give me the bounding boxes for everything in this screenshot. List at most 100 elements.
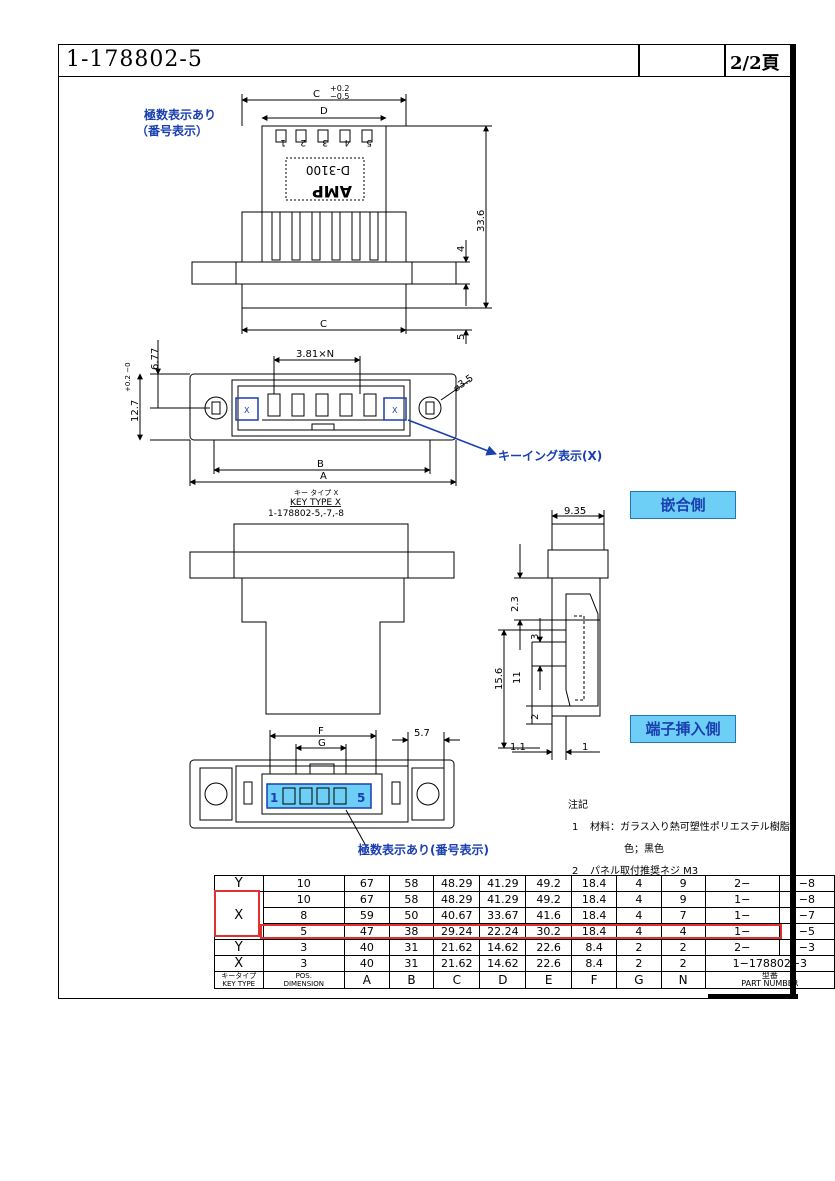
svg-text:4: 4 bbox=[344, 137, 350, 147]
dim-label-c-lower: C bbox=[320, 319, 327, 330]
table-cell-E: 22.6 bbox=[525, 939, 572, 956]
table-cell-G: 2 bbox=[616, 939, 662, 956]
pin-label-last: 5 bbox=[357, 791, 365, 805]
table-cell-D: 14.62 bbox=[479, 939, 527, 956]
table-cell-C: 40.67 bbox=[433, 907, 481, 924]
section-view bbox=[498, 510, 609, 760]
table-cell-C: 21.62 bbox=[433, 939, 481, 956]
svg-text:1: 1 bbox=[280, 137, 286, 147]
table-cell-N: 2 bbox=[660, 939, 706, 956]
footer-col-A: A bbox=[344, 971, 390, 989]
dim-12-7: 12.7 bbox=[130, 400, 141, 422]
table-cell-F: 8.4 bbox=[570, 955, 618, 972]
part-number-title: 1-178802-5 bbox=[66, 47, 203, 72]
title-block: 1-178802-5 2/2頁 bbox=[58, 44, 796, 77]
footer-col-F: F bbox=[570, 971, 618, 989]
table-cell-F: 18.4 bbox=[570, 891, 618, 908]
table-cell-pos: 8 bbox=[262, 907, 346, 924]
table-cell-N: 7 bbox=[660, 907, 706, 924]
table-cell-D: 33.67 bbox=[479, 907, 527, 924]
svg-text:3: 3 bbox=[322, 137, 328, 147]
dim-label-g: G bbox=[318, 738, 326, 749]
table-cell-pn_suffix: −8 bbox=[778, 875, 835, 892]
table-cell-A: 40 bbox=[344, 955, 390, 972]
footer-pos-cell: POS.DIMENSION bbox=[262, 971, 346, 989]
table-cell-N: 2 bbox=[660, 955, 706, 972]
table-cell-A: 67 bbox=[344, 875, 390, 892]
table-cell-G: 4 bbox=[616, 891, 662, 908]
pin-label-first: 1 bbox=[270, 791, 278, 805]
table-cell-pn_prefix: 1−178802−3 bbox=[704, 955, 835, 972]
table-cell-B: 58 bbox=[388, 875, 435, 892]
footer-pos: POS. bbox=[295, 972, 312, 980]
frame-shadow-right bbox=[790, 44, 796, 999]
table-cell-A: 59 bbox=[344, 907, 390, 924]
body-model-text: D-3100 bbox=[306, 163, 350, 177]
table-cell-N: 9 bbox=[660, 891, 706, 908]
table-cell-pos: 10 bbox=[262, 891, 346, 908]
pole-marking-note-top: 極数表示あり bbox=[144, 107, 216, 122]
table-cell-E: 49.2 bbox=[525, 875, 572, 892]
dim-11: 11 bbox=[512, 671, 523, 684]
part-row-highlight bbox=[260, 924, 782, 939]
table-cell-E: 41.6 bbox=[525, 907, 572, 924]
key-mark-right: X bbox=[392, 406, 398, 415]
footer-col-C: C bbox=[433, 971, 481, 989]
note-1-color: 色；黒色 bbox=[624, 844, 664, 855]
dim-33-6: 33.6 bbox=[476, 210, 487, 232]
dim-15-6: 15.6 bbox=[494, 668, 505, 690]
dim-12-7-tol: +0.2 −0 bbox=[124, 362, 132, 392]
key-type-label: KEY TYPE X bbox=[290, 498, 341, 508]
table-cell-key: X bbox=[214, 891, 264, 940]
table-cell-pn_suffix: −7 bbox=[778, 907, 835, 924]
terminal-side-label: 端子挿入側 bbox=[630, 715, 736, 743]
table-cell-D: 41.29 bbox=[479, 891, 527, 908]
dim-1: 1 bbox=[582, 742, 588, 753]
footer-col-D: D bbox=[479, 971, 527, 989]
table-cell-G: 4 bbox=[616, 875, 662, 892]
dim-2: 2 bbox=[530, 714, 541, 720]
table-cell-pn_suffix: −8 bbox=[778, 891, 835, 908]
footer-key-kana: キータイプ bbox=[221, 972, 257, 980]
footer-col-N: N bbox=[660, 971, 706, 989]
notes-title: 注記 bbox=[568, 800, 588, 811]
table-cell-pn_suffix: −5 bbox=[778, 923, 835, 940]
footer-col-B: B bbox=[388, 971, 435, 989]
table-cell-D: 14.62 bbox=[479, 955, 527, 972]
dim-tolerance-c: +0.2−0.5 bbox=[330, 84, 349, 101]
title-divider bbox=[638, 44, 640, 77]
dim-3: 3 bbox=[530, 634, 541, 640]
footer-dimension: DIMENSION bbox=[283, 980, 324, 988]
table-cell-pos: 3 bbox=[262, 939, 346, 956]
table-cell-key: X bbox=[214, 955, 264, 972]
frame-shadow-bottom bbox=[708, 994, 798, 999]
dim-label-c: C bbox=[313, 89, 320, 100]
footer-pn-kana: 型番 bbox=[761, 971, 778, 980]
svg-text:2: 2 bbox=[300, 137, 306, 147]
keying-note: キーイング表示(X) bbox=[498, 448, 602, 463]
footer-pn: PART NUMBER bbox=[741, 979, 799, 988]
bottom-view bbox=[189, 730, 460, 847]
table-cell-D: 41.29 bbox=[479, 875, 527, 892]
table-cell-C: 48.29 bbox=[433, 875, 481, 892]
dim-label-b: B bbox=[317, 459, 324, 470]
table-cell-F: 18.4 bbox=[570, 907, 618, 924]
table-cell-B: 31 bbox=[388, 955, 435, 972]
dim-1-1: 1.1 bbox=[510, 742, 526, 753]
table-cell-pos: 3 bbox=[262, 955, 346, 972]
pole-digits: 1 2 3 4 5 bbox=[280, 137, 372, 147]
table-cell-B: 31 bbox=[388, 939, 435, 956]
table-cell-G: 2 bbox=[616, 955, 662, 972]
svg-text:5: 5 bbox=[366, 137, 372, 147]
table-cell-E: 49.2 bbox=[525, 891, 572, 908]
footer-key-type: KEY TYPE bbox=[222, 980, 256, 988]
